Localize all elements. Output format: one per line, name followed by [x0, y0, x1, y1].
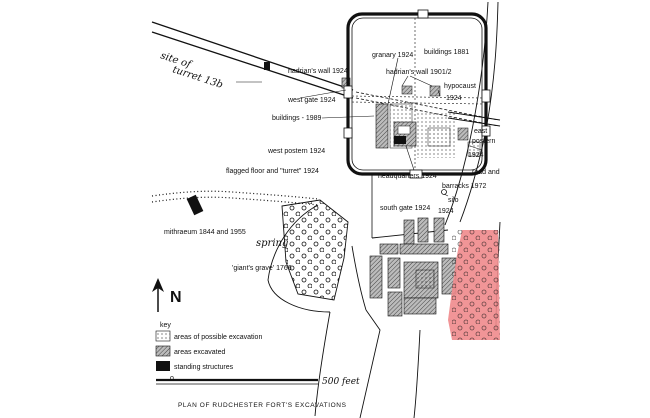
east-postern-building [457, 127, 469, 141]
legend-label-hatched: areas excavated [174, 349, 225, 356]
interior-building [427, 127, 451, 147]
label-hadrians-wall-1924: hadrian's wall 1924 [288, 68, 348, 75]
mithraeum-structure [186, 194, 204, 216]
legend-swatch-solid [156, 361, 170, 371]
label-spring: spring [256, 238, 288, 249]
label-mithraeum: mithraeum 1844 and 1955 [164, 229, 246, 236]
legend: key areas of possible excavation areas e… [155, 322, 262, 371]
label-buildings-1881: buildings 1881 [424, 49, 469, 56]
label-silo: silo [448, 197, 459, 204]
label-buildings-1989: buildings - 1989 [272, 115, 322, 122]
label-south-gate: south gate 1924 [380, 205, 430, 212]
scale-bar: o 500 feet [156, 375, 360, 387]
legend-label-dotted: areas of possible excavation [174, 334, 262, 341]
map-caption: PLAN OF RUDCHESTER FORT'S EXCAVATIONS [178, 402, 347, 409]
label-road-and: road and [472, 169, 500, 176]
label-east: east [474, 128, 487, 135]
legend-label-solid: standing structures [174, 364, 234, 371]
label-east-postern-year: 1924 [468, 152, 484, 159]
scale-label: 500 feet [322, 377, 360, 387]
legend-title: key [160, 322, 171, 329]
interior-streets [351, 18, 483, 170]
woodland-area [281, 199, 349, 301]
fort-gates [343, 9, 491, 179]
label-headquarters: headquarters 1924 [378, 173, 437, 180]
leader-lines [236, 57, 483, 197]
highlighted-area-trees [452, 230, 500, 340]
legend-swatch-hatched [155, 345, 171, 357]
label-granary: granary 1924 [372, 52, 413, 59]
label-flagged-floor: flagged floor and "turret" 1924 [226, 168, 319, 175]
north-letter: N [170, 289, 182, 306]
legend-swatch-dotted [155, 330, 171, 342]
label-barracks: barracks 1972 [442, 183, 486, 190]
north-arrow: N [152, 278, 182, 312]
headquarters-inner [397, 125, 411, 135]
label-hadrians-wall-1901: hadrian's wall 1901/2 [386, 69, 452, 76]
label-postern: postern [472, 138, 495, 145]
silo-marker [441, 189, 447, 195]
label-hypocaust: hypocaust [444, 83, 476, 90]
mithraeum-trail [151, 190, 319, 206]
hadrians-wall-line [151, 21, 501, 127]
label-turret: turret 13b [171, 64, 224, 91]
hq-dark-block [394, 136, 406, 144]
scale-zero: o [170, 375, 174, 382]
label-silo-year: 1924 [438, 208, 454, 215]
turret-marker [264, 62, 270, 70]
label-hypocaust-year: 1924 [446, 95, 462, 102]
southern-dots [415, 269, 435, 289]
granary-building [375, 103, 389, 149]
label-west-gate: west gate 1924 [287, 97, 336, 104]
buildings-1881-block [401, 85, 413, 95]
southern-buildings [369, 217, 457, 317]
road-barracks-block [467, 141, 481, 157]
label-west-postern: west postern 1924 [267, 148, 325, 155]
hypocaust-building [429, 85, 441, 97]
label-giants-grave: 'giant's grave' 1766 [232, 265, 292, 272]
